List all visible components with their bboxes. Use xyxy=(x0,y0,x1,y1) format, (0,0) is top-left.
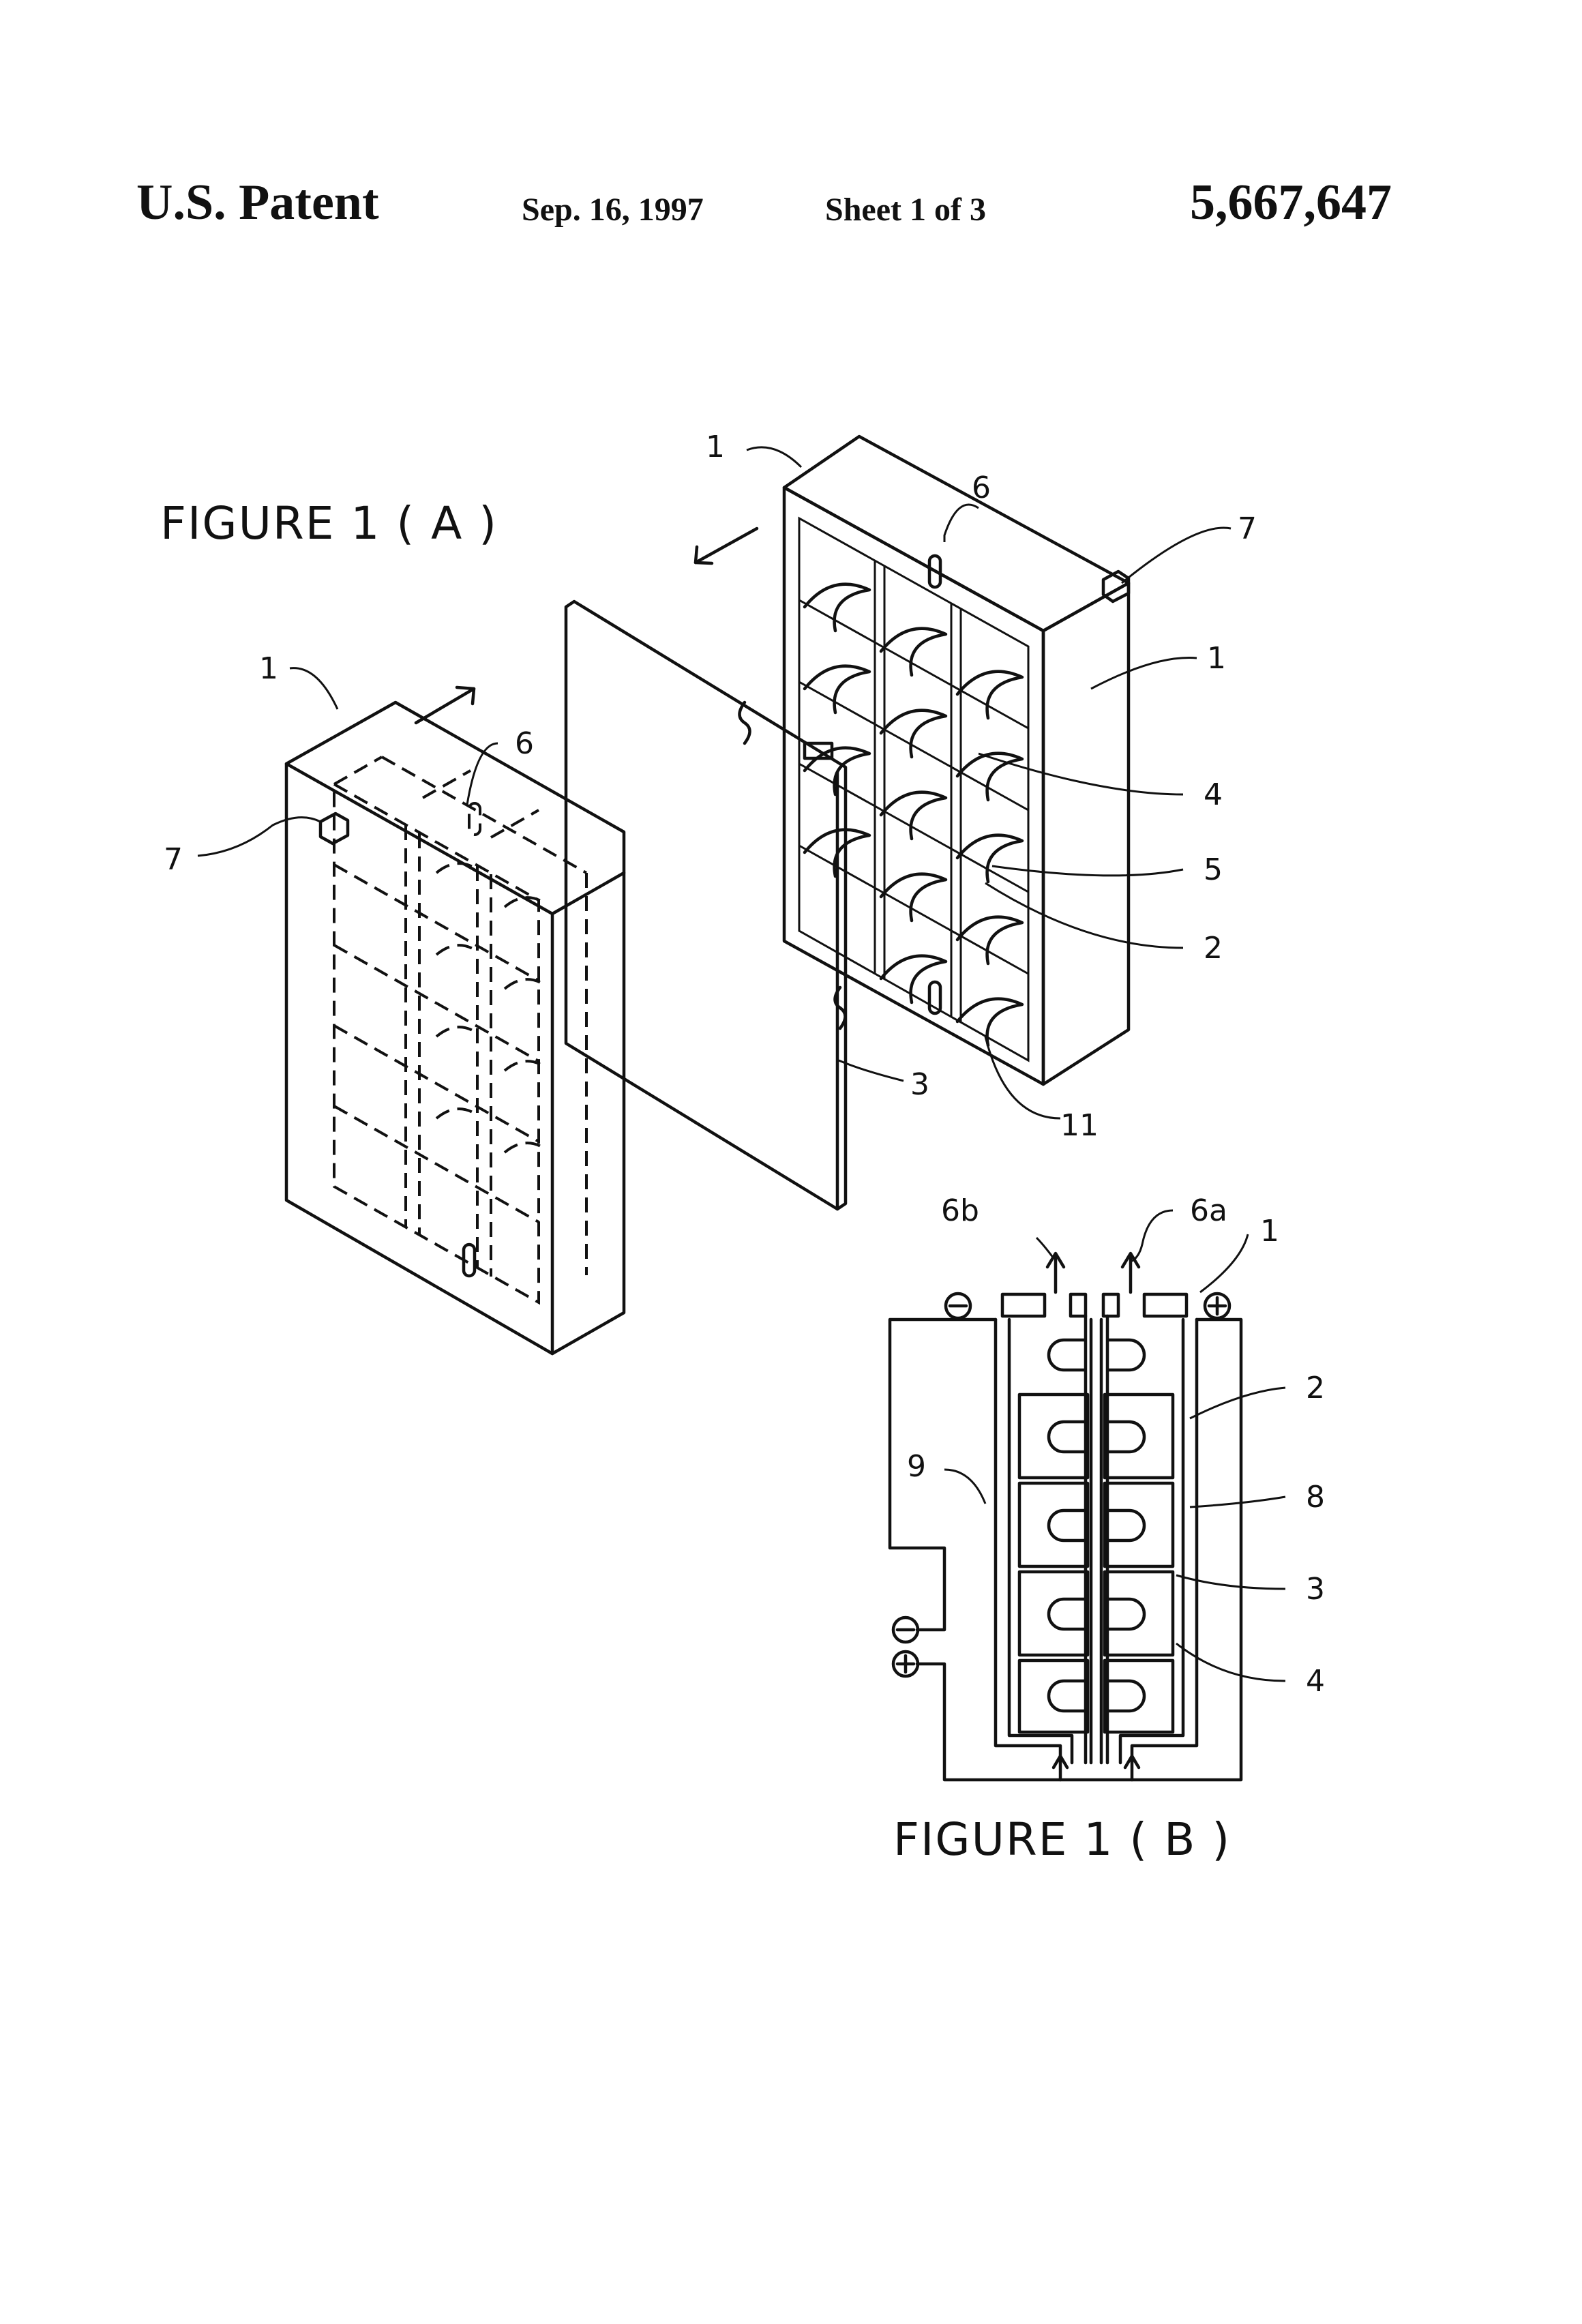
left-frame xyxy=(286,702,624,1354)
label-6b: 6b xyxy=(941,1193,979,1228)
label-4-b: 4 xyxy=(1306,1664,1325,1699)
label-3: 3 xyxy=(910,1067,929,1102)
label-1-right: 1 xyxy=(1207,641,1226,676)
label-4: 4 xyxy=(1204,777,1223,812)
label-1-b: 1 xyxy=(1260,1214,1279,1249)
label-11: 11 xyxy=(1060,1108,1099,1143)
label-1-left: 1 xyxy=(259,651,278,686)
label-2-b: 2 xyxy=(1306,1371,1325,1405)
label-6-left: 6 xyxy=(515,726,534,761)
figure-1a-caption: FIGURE 1 ( A ) xyxy=(160,497,498,550)
membrane-sheet xyxy=(566,601,846,1209)
label-3-b: 3 xyxy=(1306,1572,1325,1607)
label-5: 5 xyxy=(1204,852,1223,887)
label-1-top: 1 xyxy=(706,430,725,464)
figure-1b-caption: FIGURE 1 ( B ) xyxy=(893,1813,1231,1866)
label-6a: 6a xyxy=(1190,1193,1227,1228)
label-8-b: 8 xyxy=(1306,1480,1325,1515)
label-2: 2 xyxy=(1204,931,1223,966)
label-7-top: 7 xyxy=(1238,511,1257,546)
assembly-arrows xyxy=(416,528,757,723)
label-9-b: 9 xyxy=(907,1449,926,1484)
label-7-left: 7 xyxy=(164,842,183,877)
figure-1b-schematic xyxy=(890,1210,1285,1780)
label-6-top: 6 xyxy=(972,471,991,505)
